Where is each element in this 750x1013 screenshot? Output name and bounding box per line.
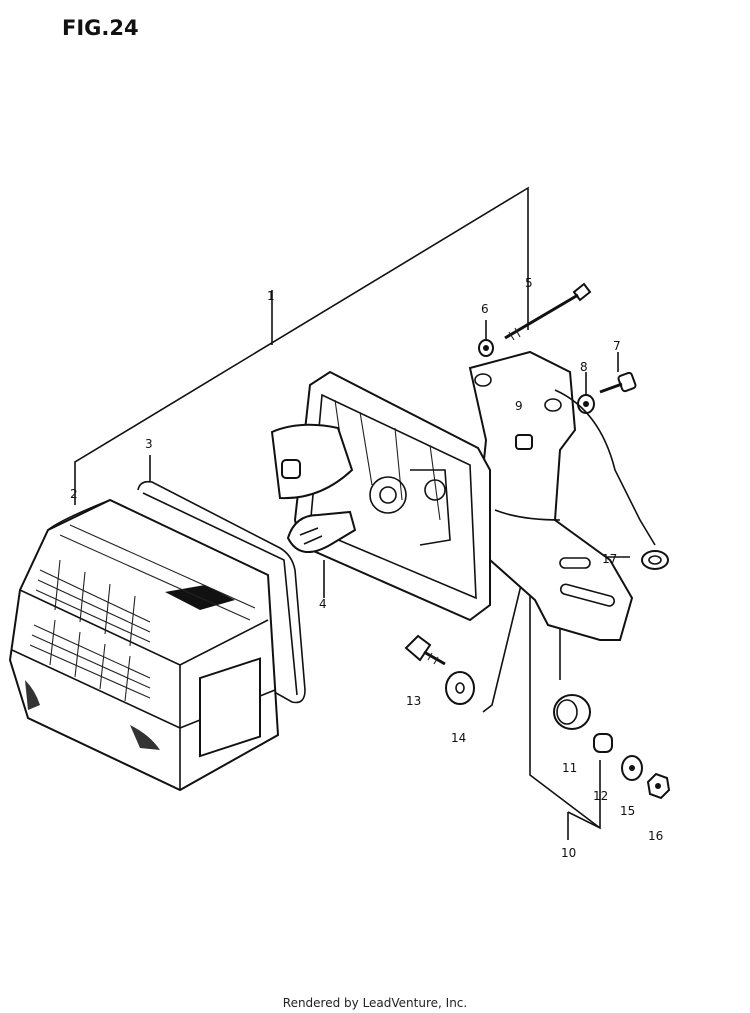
gasket [137, 480, 306, 704]
bolt-7 [599, 371, 637, 394]
callout-4: 4 [319, 597, 327, 611]
callout-17: 17 [602, 552, 617, 566]
callout-1: 1 [267, 289, 275, 303]
figure-title: FIG.24 [62, 16, 139, 40]
long-bolt [504, 282, 592, 341]
callout-11: 11 [562, 761, 577, 775]
license-bracket [468, 350, 656, 641]
callout-2: 2 [70, 487, 78, 501]
callout-7: 7 [613, 339, 621, 353]
grommet-17 [641, 550, 669, 570]
nut-6 [478, 339, 494, 357]
washer-14 [445, 671, 475, 705]
callout-12: 12 [593, 789, 608, 803]
callout-14: 14 [451, 731, 466, 745]
reflector-plate [270, 423, 354, 500]
bulb [286, 510, 357, 553]
callout-10: 10 [561, 846, 576, 860]
callout-13: 13 [406, 694, 421, 708]
callout-16: 16 [648, 829, 663, 843]
bolt-13 [404, 634, 446, 666]
collar-12 [593, 733, 613, 753]
lens [8, 498, 280, 792]
washer-15 [621, 755, 643, 781]
grommet-11 [553, 694, 591, 730]
grommet-9 [515, 434, 533, 450]
callout-5: 5 [525, 276, 533, 290]
callout-3: 3 [145, 437, 153, 451]
callout-labels: 1 2 3 4 5 6 7 8 9 10 11 12 13 14 15 16 1… [70, 276, 663, 860]
leader-lines [74, 186, 630, 840]
callout-6: 6 [481, 302, 489, 316]
callout-15: 15 [620, 804, 635, 818]
footer-credit: Rendered by LeadVenture, Inc. [282, 996, 468, 1010]
nut-8 [577, 394, 595, 414]
callout-8: 8 [580, 360, 588, 374]
nut-16 [646, 772, 671, 800]
callout-9: 9 [515, 399, 523, 413]
